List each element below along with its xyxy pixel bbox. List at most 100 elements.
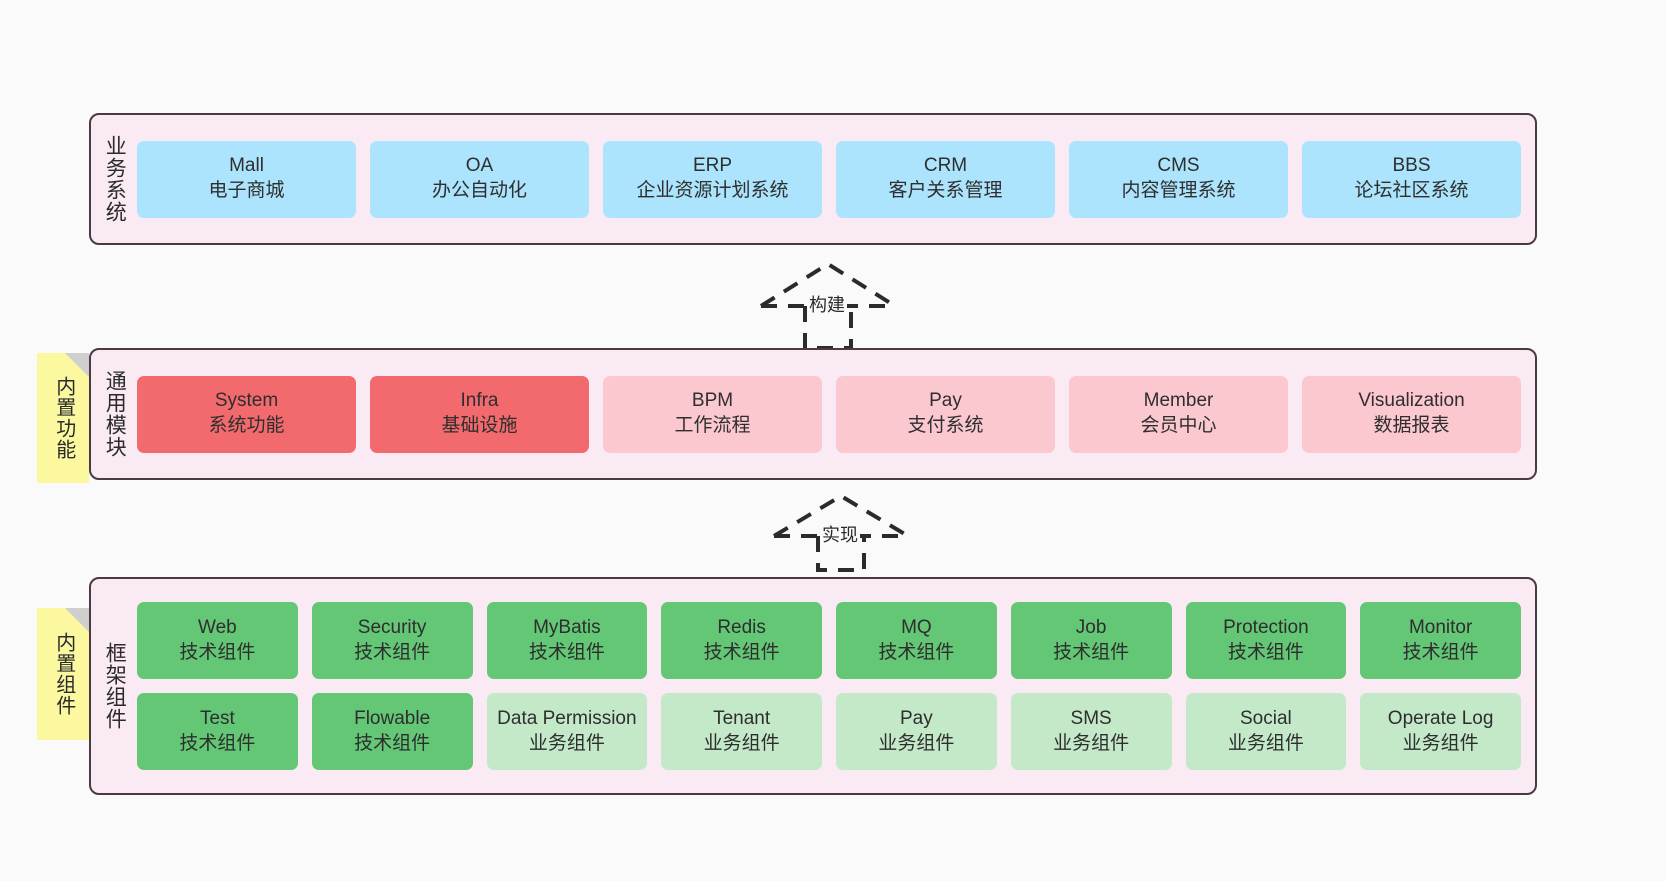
card-title: Web [198,616,237,638]
note-fold-corner-icon [65,353,89,377]
sticky-note-builtin-features-text: 内置功能 [52,376,75,460]
module-card-infra[interactable]: Infra 基础设施 [370,375,589,453]
layer-common-modules-title: 通用模块 [103,370,127,458]
card-subtitle: 办公自动化 [431,180,527,201]
card-title: Data Permission [497,707,637,729]
framework-card-security[interactable]: Security 技术组件 [311,602,473,679]
card-subtitle: 技术组件 [1227,641,1304,663]
card-subtitle: 业务组件 [1402,732,1479,754]
layer-business-systems-cards: Mall 电子商城 OA 办公自动化 ERP 企业资源计划系统 CRM 客户关系管理 CMS 内容… [137,115,1535,243]
card-title: Tenant [713,707,771,729]
business-card-cms[interactable]: CMS 内容管理系统 [1069,140,1288,218]
card-title: Flowable [354,707,431,729]
framework-card-redis[interactable]: Redis 技术组件 [661,602,822,679]
card-subtitle: 企业资源计划系统 [636,180,789,201]
card-title: Monitor [1408,616,1473,638]
business-card-bbs[interactable]: BBS 论坛社区系统 [1302,140,1521,218]
framework-card-protection[interactable]: Protection 技术组件 [1185,602,1347,679]
card-subtitle: 技术组件 [1053,641,1130,663]
business-card-oa[interactable]: OA 办公自动化 [370,140,589,218]
framework-card-flowable[interactable]: Flowable 技术组件 [311,693,473,770]
card-title: Test [199,707,235,729]
card-title: Mall [229,155,264,177]
sticky-note-builtin-components: 内置组件 [37,608,89,740]
framework-card-operate-log[interactable]: Operate Log 业务组件 [1360,693,1521,770]
card-subtitle: 技术组件 [354,732,431,754]
card-title: Pay [900,707,933,729]
card-subtitle: 基础设施 [441,415,518,436]
card-subtitle: 内容管理系统 [1121,180,1236,201]
card-title: Security [357,616,427,638]
card-title: Infra [460,390,499,412]
arrow-label-build: 构建 [807,295,847,315]
card-title: Redis [717,616,766,638]
card-subtitle: 客户关系管理 [888,180,1003,201]
card-title: ERP [692,155,733,177]
card-title: MQ [901,616,932,638]
card-subtitle: 业务组件 [703,732,780,754]
card-subtitle: 论坛社区系统 [1354,180,1469,201]
layer-framework-components-title: 框架组件 [103,642,127,730]
generalization-arrow-build: 构建 [755,258,901,350]
framework-card-pay[interactable]: Pay 业务组件 [836,693,997,770]
business-card-mall[interactable]: Mall 电子商城 [137,140,356,218]
card-subtitle: 数据报表 [1373,415,1450,436]
card-subtitle: 技术组件 [528,641,605,663]
card-title: CMS [1157,155,1200,177]
card-subtitle: 电子商城 [208,180,285,201]
card-subtitle: 业务组件 [878,732,955,754]
framework-card-social[interactable]: Social 业务组件 [1185,693,1347,770]
framework-card-monitor[interactable]: Monitor 技术组件 [1360,602,1521,679]
card-subtitle: 技术组件 [354,641,431,663]
sticky-note-builtin-components-text: 内置组件 [52,632,75,716]
business-card-crm[interactable]: CRM 客户关系管理 [836,140,1055,218]
framework-card-tenant[interactable]: Tenant 业务组件 [661,693,822,770]
framework-card-job[interactable]: Job 技术组件 [1010,602,1172,679]
card-subtitle: 技术组件 [878,641,955,663]
card-subtitle: 支付系统 [907,415,984,436]
module-card-bpm[interactable]: BPM 工作流程 [603,375,822,453]
card-title: OA [465,155,494,177]
arrow-label-implement: 实现 [820,525,860,545]
business-card-erp[interactable]: ERP 企业资源计划系统 [603,140,822,218]
card-title: SMS [1070,707,1112,729]
card-subtitle: 工作流程 [674,415,751,436]
layer-business-systems-title: 业务系统 [103,135,127,223]
card-title: Social [1240,707,1292,729]
card-title: CRM [923,155,968,177]
card-title: BPM [691,390,734,412]
layer-business-systems: 业务系统 Mall 电子商城 OA 办公自动化 ERP 企业资源计划系统 CRM 客户关系管理… [89,113,1537,245]
framework-card-data-permission[interactable]: Data Permission 业务组件 [486,693,648,770]
framework-card-mq[interactable]: MQ 技术组件 [836,602,997,679]
card-title: Operate Log [1387,707,1494,729]
card-subtitle: 技术组件 [703,641,780,663]
card-subtitle: 会员中心 [1140,415,1217,436]
card-subtitle: 技术组件 [179,732,256,754]
card-title: Job [1075,616,1107,638]
framework-card-web[interactable]: Web 技术组件 [137,602,298,679]
card-subtitle: 系统功能 [208,415,285,436]
framework-card-mybatis[interactable]: MyBatis 技术组件 [486,602,648,679]
generalization-arrow-implement: 实现 [768,492,914,572]
framework-card-test[interactable]: Test 技术组件 [137,693,298,770]
card-title: BBS [1392,155,1431,177]
card-subtitle: 技术组件 [179,641,256,663]
note-fold-corner-icon [65,608,89,632]
card-title: Protection [1223,616,1309,638]
card-subtitle: 业务组件 [528,732,605,754]
card-title: MyBatis [533,616,601,638]
card-subtitle: 技术组件 [1402,641,1479,663]
card-subtitle: 业务组件 [1227,732,1304,754]
